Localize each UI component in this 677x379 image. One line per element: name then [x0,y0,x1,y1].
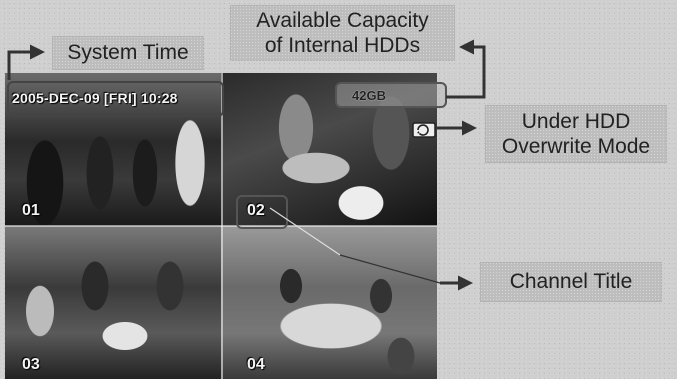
tile-divider-horizontal [5,225,437,227]
hdd-overwrite-icon [412,122,436,138]
hdd-capacity-highlight [335,82,447,108]
callout-channel-title-label: Channel Title [509,270,633,294]
channel-title-03: 03 [22,356,40,373]
callout-capacity-line1: Available Capacity [256,8,429,32]
channel-title-02: 02 [247,202,265,219]
channel-title-01: 01 [22,202,40,219]
callout-system-time: System Time [52,36,204,70]
quad-view-monitor [5,73,437,379]
callout-overwrite-line2: Overwrite Mode [501,135,651,158]
system-time-display: 2005-DEC-09 [FRI] 10:28 [12,90,178,106]
system-time-highlight [7,81,224,117]
camera-tile-03[interactable] [5,226,221,379]
callout-overwrite-line1: Under HDD [521,109,631,133]
channel-title-04: 04 [247,356,265,373]
camera-tile-02[interactable] [221,73,437,226]
callout-available-capacity: Available Capacity of Internal HDDs [230,5,455,61]
hdd-capacity-display: 42GB [352,88,386,103]
callout-capacity-line2: of Internal HDDs [264,34,421,57]
camera-tile-01[interactable] [5,73,221,226]
callout-channel-title: Channel Title [480,262,662,302]
callout-system-time-label: System Time [67,41,189,65]
callout-overwrite-mode: Under HDD Overwrite Mode [485,105,667,163]
